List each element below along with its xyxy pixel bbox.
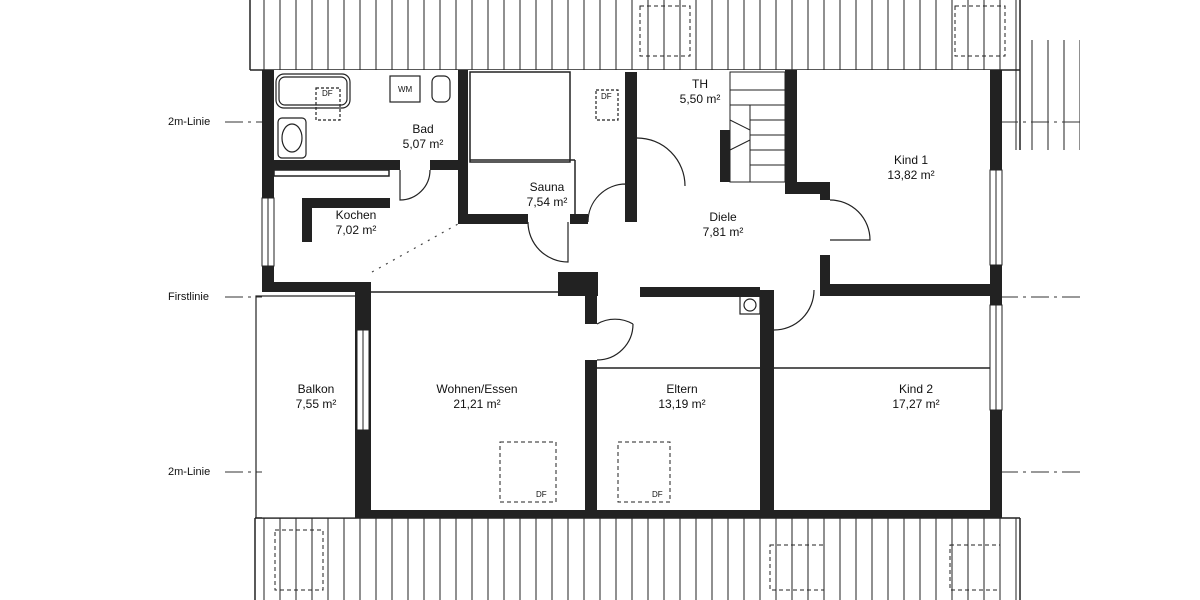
- line-label-2m-bottom: 2m-Linie: [168, 466, 211, 478]
- room-th: TH 5,50 m²: [680, 77, 721, 107]
- room-kind1-name: Kind 1: [893, 153, 929, 167]
- room-kind2-area: 17,27 m²: [892, 397, 940, 411]
- skylight-mark-eltern: DF: [652, 490, 663, 499]
- room-bad-name: Bad: [412, 122, 434, 136]
- room-diele-area: 7,81 m²: [702, 225, 744, 239]
- room-th-name: TH: [692, 77, 708, 91]
- bath-fixtures: [275, 73, 761, 315]
- room-eltern-name: Eltern: [666, 382, 698, 396]
- windows: [255, 169, 1003, 519]
- room-sauna: Sauna 7,54 m²: [527, 180, 568, 210]
- room-eltern: Eltern 13,19 m²: [658, 382, 705, 412]
- line-label-2m-top: 2m-Linie: [168, 116, 211, 128]
- room-wohnen: Wohnen/Essen 21,21 m²: [436, 382, 517, 412]
- room-kochen-name: Kochen: [335, 208, 377, 222]
- room-wohnen-area: 21,21 m²: [453, 397, 501, 411]
- room-balkon-name: Balkon: [297, 382, 335, 396]
- kitchen-counter-line: [371, 223, 459, 273]
- skylight-mark-wohnen: DF: [536, 490, 547, 499]
- room-bad-area: 5,07 m²: [402, 137, 444, 151]
- room-kind2: Kind 2 17,27 m²: [892, 382, 939, 412]
- roof-bottom: [254, 517, 1021, 600]
- room-kochen: Kochen 7,02 m²: [336, 208, 377, 238]
- washer-mark: WM: [398, 85, 413, 94]
- room-th-area: 5,50 m²: [679, 92, 721, 106]
- room-diele: Diele 7,81 m²: [703, 210, 744, 240]
- stairs: [729, 71, 786, 183]
- skylight-mark-sauna: DF: [601, 92, 612, 101]
- room-kind1: Kind 1 13,82 m²: [887, 153, 934, 183]
- room-kochen-area: 7,02 m²: [335, 223, 377, 237]
- thin-lines: [273, 71, 990, 369]
- room-sauna-name: Sauna: [529, 180, 565, 194]
- room-balkon-area: 7,55 m²: [295, 397, 337, 411]
- room-kind2-name: Kind 2: [898, 382, 934, 396]
- room-balkon: Balkon 7,55 m²: [296, 382, 337, 412]
- room-sauna-area: 7,54 m²: [526, 195, 568, 209]
- room-eltern-area: 13,19 m²: [658, 397, 706, 411]
- room-kind1-area: 13,82 m²: [887, 168, 935, 182]
- skylight-mark-bad: DF: [322, 89, 333, 98]
- skylights: [274, 5, 1006, 591]
- room-bad: Bad 5,07 m²: [403, 122, 444, 152]
- line-label-ridge: Firstlinie: [168, 291, 209, 303]
- doors: [399, 137, 871, 361]
- room-wohnen-name: Wohnen/Essen: [436, 382, 518, 396]
- room-diele-name: Diele: [709, 210, 737, 224]
